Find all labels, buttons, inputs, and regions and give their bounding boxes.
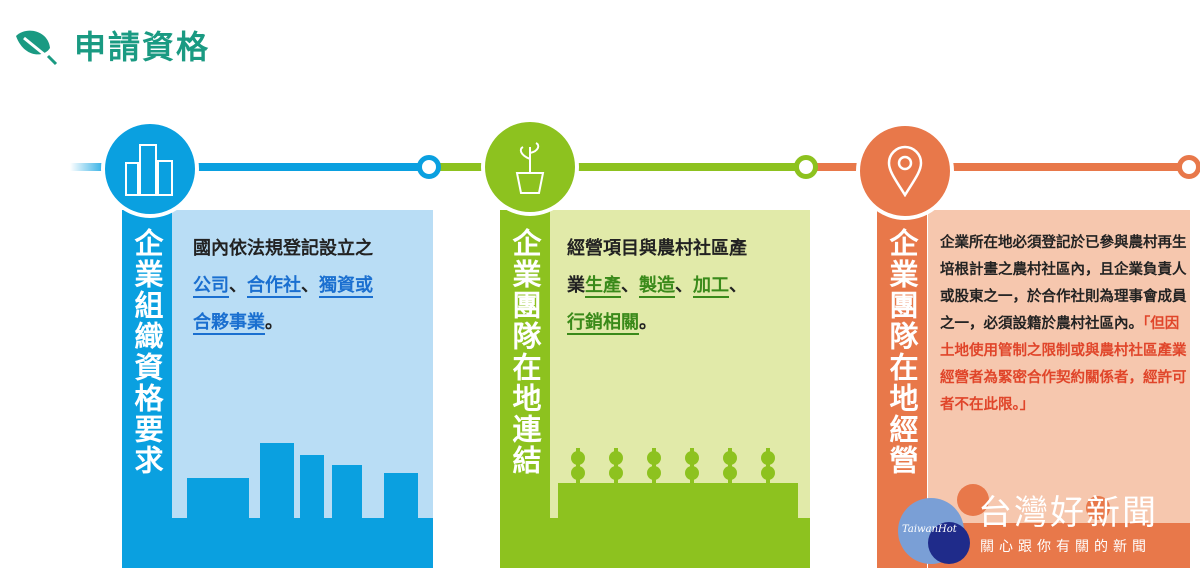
timeline-node [417, 155, 441, 179]
page-title: 申請資格 [74, 28, 211, 66]
watermark-slogan: 關心跟你有關的新聞 [980, 539, 1151, 555]
card-local-link [548, 210, 810, 568]
seedlings-illustration [548, 448, 810, 568]
timeline-node [794, 155, 818, 179]
card-strip-organization [122, 210, 172, 568]
trees-illustration [928, 484, 1190, 568]
watermark-logo-text: TaiwanHot [902, 524, 957, 535]
potted-plant-icon [481, 118, 579, 216]
location-pin-icon [856, 122, 954, 220]
leaf-icon [14, 28, 58, 70]
watermark-logo-dark [928, 522, 970, 564]
timeline-orange [812, 163, 1184, 171]
card-heading-local-link: 企業團隊在地連結 [508, 228, 542, 476]
card-strip-local-link [500, 210, 550, 568]
card-local-operation [928, 210, 1190, 568]
watermark-name: 台灣好新聞 [978, 493, 1158, 533]
timeline-blue [70, 163, 425, 171]
card-organization [172, 210, 433, 568]
card-text-local-operation: 企業所在地必須登記於已參與農村再生培根計畫之農村社區內，且企業負責人或股東之一，… [940, 235, 1187, 413]
card-text-local-link: 經營項目與農村社區產 業生產、製造、加工、 行銷相關。 [567, 238, 747, 333]
highlight-company: 公司 [193, 275, 229, 296]
highlight-partnership: 合夥事業 [193, 312, 265, 333]
timeline-node [1177, 155, 1200, 179]
card-text-organization: 國內依法規登記設立之 公司、合作社、獨資或 合夥事業。 [193, 238, 373, 333]
timeline-green [435, 163, 803, 171]
exception-note: 「但因土地使用管制之限制或與農村社區產業經營者為緊密合作契約關係者，經許可者不在… [940, 316, 1187, 413]
card-heading-organization: 企業組織資格要求 [130, 228, 164, 476]
city-skyline-illustration [172, 443, 433, 568]
highlight-cooperative: 合作社 [247, 275, 301, 296]
card-heading-local-operation: 企業團隊在地經營 [885, 228, 919, 476]
buildings-icon [101, 120, 199, 218]
highlight-sole: 獨資或 [319, 275, 373, 296]
